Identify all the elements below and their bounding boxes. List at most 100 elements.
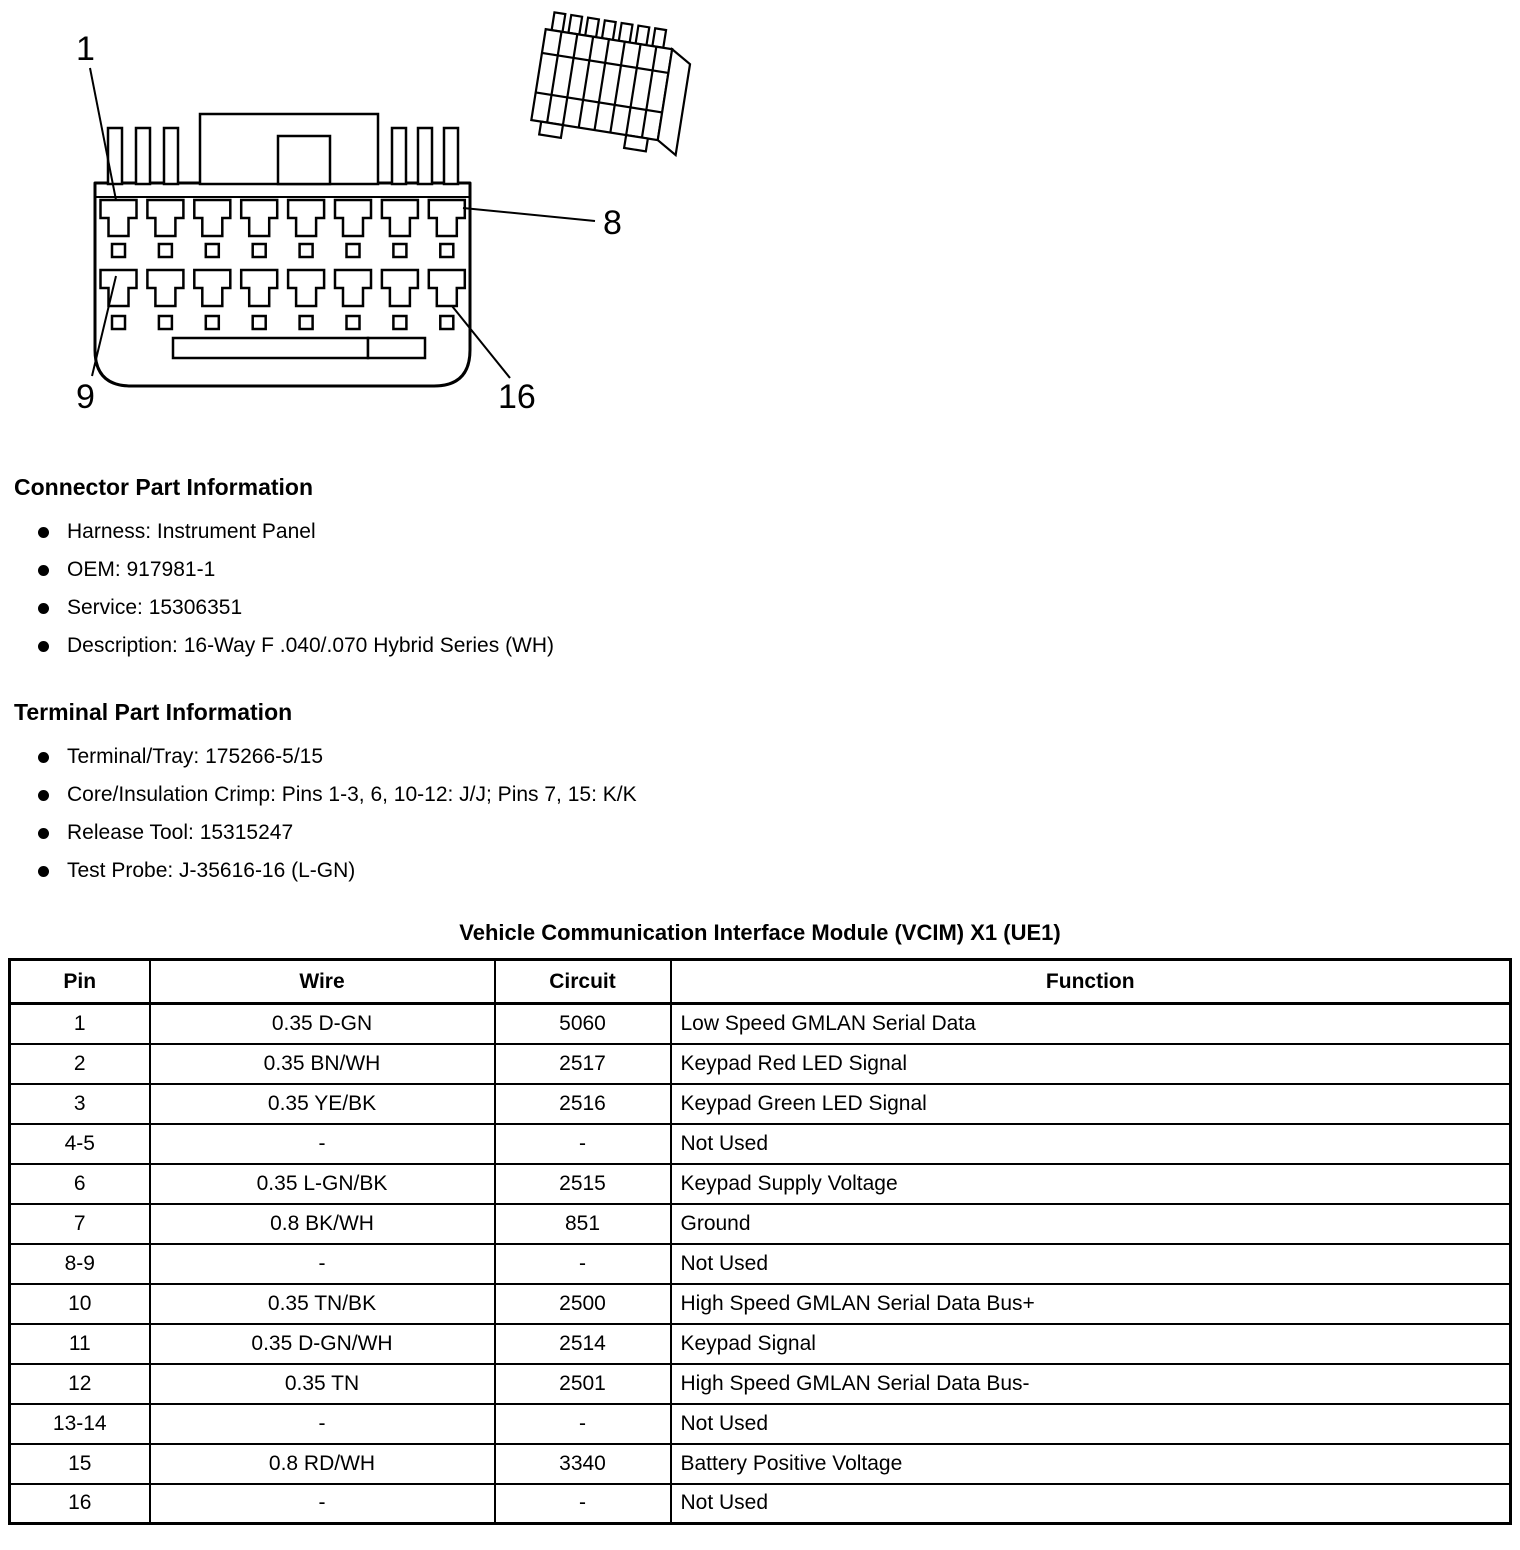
cell-pin: 12	[8, 1362, 151, 1405]
list-item: Test Probe: J-35616-16 (L-GN)	[0, 852, 1520, 890]
cell-function: Not Used	[669, 1402, 1512, 1445]
cell-pin: 7	[8, 1202, 151, 1245]
cell-wire: 0.35 L-GN/BK	[148, 1162, 496, 1205]
cell-function: High Speed GMLAN Serial Data Bus-	[669, 1362, 1512, 1405]
cell-pin: 15	[8, 1442, 151, 1485]
pin-row: 8-9--Not Used	[8, 1242, 1512, 1285]
cell-circuit: 2500	[493, 1282, 672, 1325]
cell-circuit: 2515	[493, 1162, 672, 1205]
bullet-icon	[38, 564, 49, 576]
list-item: Harness: Instrument Panel	[0, 513, 1520, 551]
list-item-text: Test Probe: J-35616-16 (L-GN)	[67, 859, 356, 882]
cell-wire: 0.35 D-GN	[148, 1002, 496, 1045]
cell-circuit: -	[493, 1402, 672, 1445]
bullet-icon	[38, 827, 49, 839]
cell-pin: 8-9	[8, 1242, 151, 1285]
cell-function: Ground	[669, 1202, 1512, 1245]
terminal-cavities	[99, 198, 467, 331]
cell-wire: 0.8 RD/WH	[148, 1442, 496, 1485]
cell-circuit: -	[493, 1122, 672, 1165]
callout-lines	[89, 67, 596, 379]
list-item-text: Service: 15306351	[67, 596, 243, 619]
cell-function: Not Used	[669, 1482, 1512, 1525]
callout-pin8: 8	[603, 204, 622, 242]
cell-wire: 0.35 D-GN/WH	[148, 1322, 496, 1365]
cell-circuit: 2516	[493, 1082, 672, 1125]
connector-front-view-diagram: 1 8 9 16	[76, 30, 622, 416]
cell-function: Not Used	[669, 1122, 1512, 1165]
bottom-slot	[171, 336, 427, 360]
cell-circuit: 5060	[493, 1002, 672, 1045]
list-item-text: Release Tool: 15315247	[67, 821, 294, 844]
pin-row: 16--Not Used	[8, 1482, 1512, 1525]
cell-pin: 4-5	[8, 1122, 151, 1165]
list-item: Description: 16-Way F .040/.070 Hybrid S…	[0, 627, 1520, 665]
cell-pin: 6	[8, 1162, 151, 1205]
callout-pin16: 16	[498, 378, 536, 416]
cell-function: Low Speed GMLAN Serial Data	[669, 1002, 1512, 1045]
col-header-wire: Wire	[148, 958, 496, 1005]
list-item-text: Terminal/Tray: 175266-5/15	[67, 745, 324, 768]
cell-pin: 10	[8, 1282, 151, 1325]
cell-wire: -	[148, 1482, 496, 1525]
connector-info-list: Harness: Instrument Panel OEM: 917981-1 …	[0, 513, 1520, 665]
cell-function: Keypad Green LED Signal	[669, 1082, 1512, 1125]
bullet-icon	[38, 865, 49, 877]
list-item: Release Tool: 15315247	[0, 814, 1520, 852]
cell-wire: 0.35 TN/BK	[148, 1282, 496, 1325]
cell-function: High Speed GMLAN Serial Data Bus+	[669, 1282, 1512, 1325]
cell-wire: 0.8 BK/WH	[148, 1202, 496, 1245]
list-item: OEM: 917981-1	[0, 551, 1520, 589]
terminal-info-heading: Terminal Part Information	[14, 699, 293, 725]
list-item-text: Harness: Instrument Panel	[67, 520, 316, 543]
pin-row: 13-14--Not Used	[8, 1402, 1512, 1445]
cell-pin: 1	[8, 1002, 151, 1045]
cell-function: Battery Positive Voltage	[669, 1442, 1512, 1485]
list-item: Service: 15306351	[0, 589, 1520, 627]
table-header-row: Pin Wire Circuit Function	[8, 958, 1512, 1005]
callout-pin9: 9	[76, 378, 95, 416]
cell-function: Keypad Signal	[669, 1322, 1512, 1365]
list-item-text: Description: 16-Way F .040/.070 Hybrid S…	[67, 634, 555, 657]
cell-pin: 11	[8, 1322, 151, 1365]
cell-function: Not Used	[669, 1242, 1512, 1285]
bullet-icon	[38, 751, 49, 763]
bullet-icon	[38, 526, 49, 538]
col-header-pin: Pin	[8, 958, 151, 1005]
cell-wire: 0.35 YE/BK	[148, 1082, 496, 1125]
cell-function: Keypad Supply Voltage	[669, 1162, 1512, 1205]
cell-pin: 2	[8, 1042, 151, 1085]
list-item: Core/Insulation Crimp: Pins 1-3, 6, 10-1…	[0, 776, 1520, 814]
list-item-text: Core/Insulation Crimp: Pins 1-3, 6, 10-1…	[67, 783, 637, 806]
cell-function: Keypad Red LED Signal	[669, 1042, 1512, 1085]
connector-body-outline	[93, 181, 472, 388]
bullet-icon	[38, 640, 49, 652]
pin-row: 4-5--Not Used	[8, 1122, 1512, 1165]
pin-table-title: Vehicle Communication Interface Module (…	[459, 920, 1061, 945]
terminal-info-list: Terminal/Tray: 175266-5/15 Core/Insulati…	[0, 738, 1520, 890]
callout-pin1: 1	[76, 30, 95, 68]
list-item-text: OEM: 917981-1	[67, 558, 216, 581]
connector-info-heading: Connector Part Information	[14, 474, 314, 500]
cell-circuit: 2501	[493, 1362, 672, 1405]
cell-pin: 16	[8, 1482, 151, 1525]
connector-3d-view	[530, 11, 692, 158]
cell-circuit: -	[493, 1482, 672, 1525]
connector-diagram-area: 1 8 9 16	[0, 0, 1520, 440]
cell-wire: -	[148, 1402, 496, 1445]
cell-circuit: 2517	[493, 1042, 672, 1085]
cell-pin: 13-14	[8, 1402, 151, 1445]
col-header-function: Function	[669, 958, 1512, 1005]
